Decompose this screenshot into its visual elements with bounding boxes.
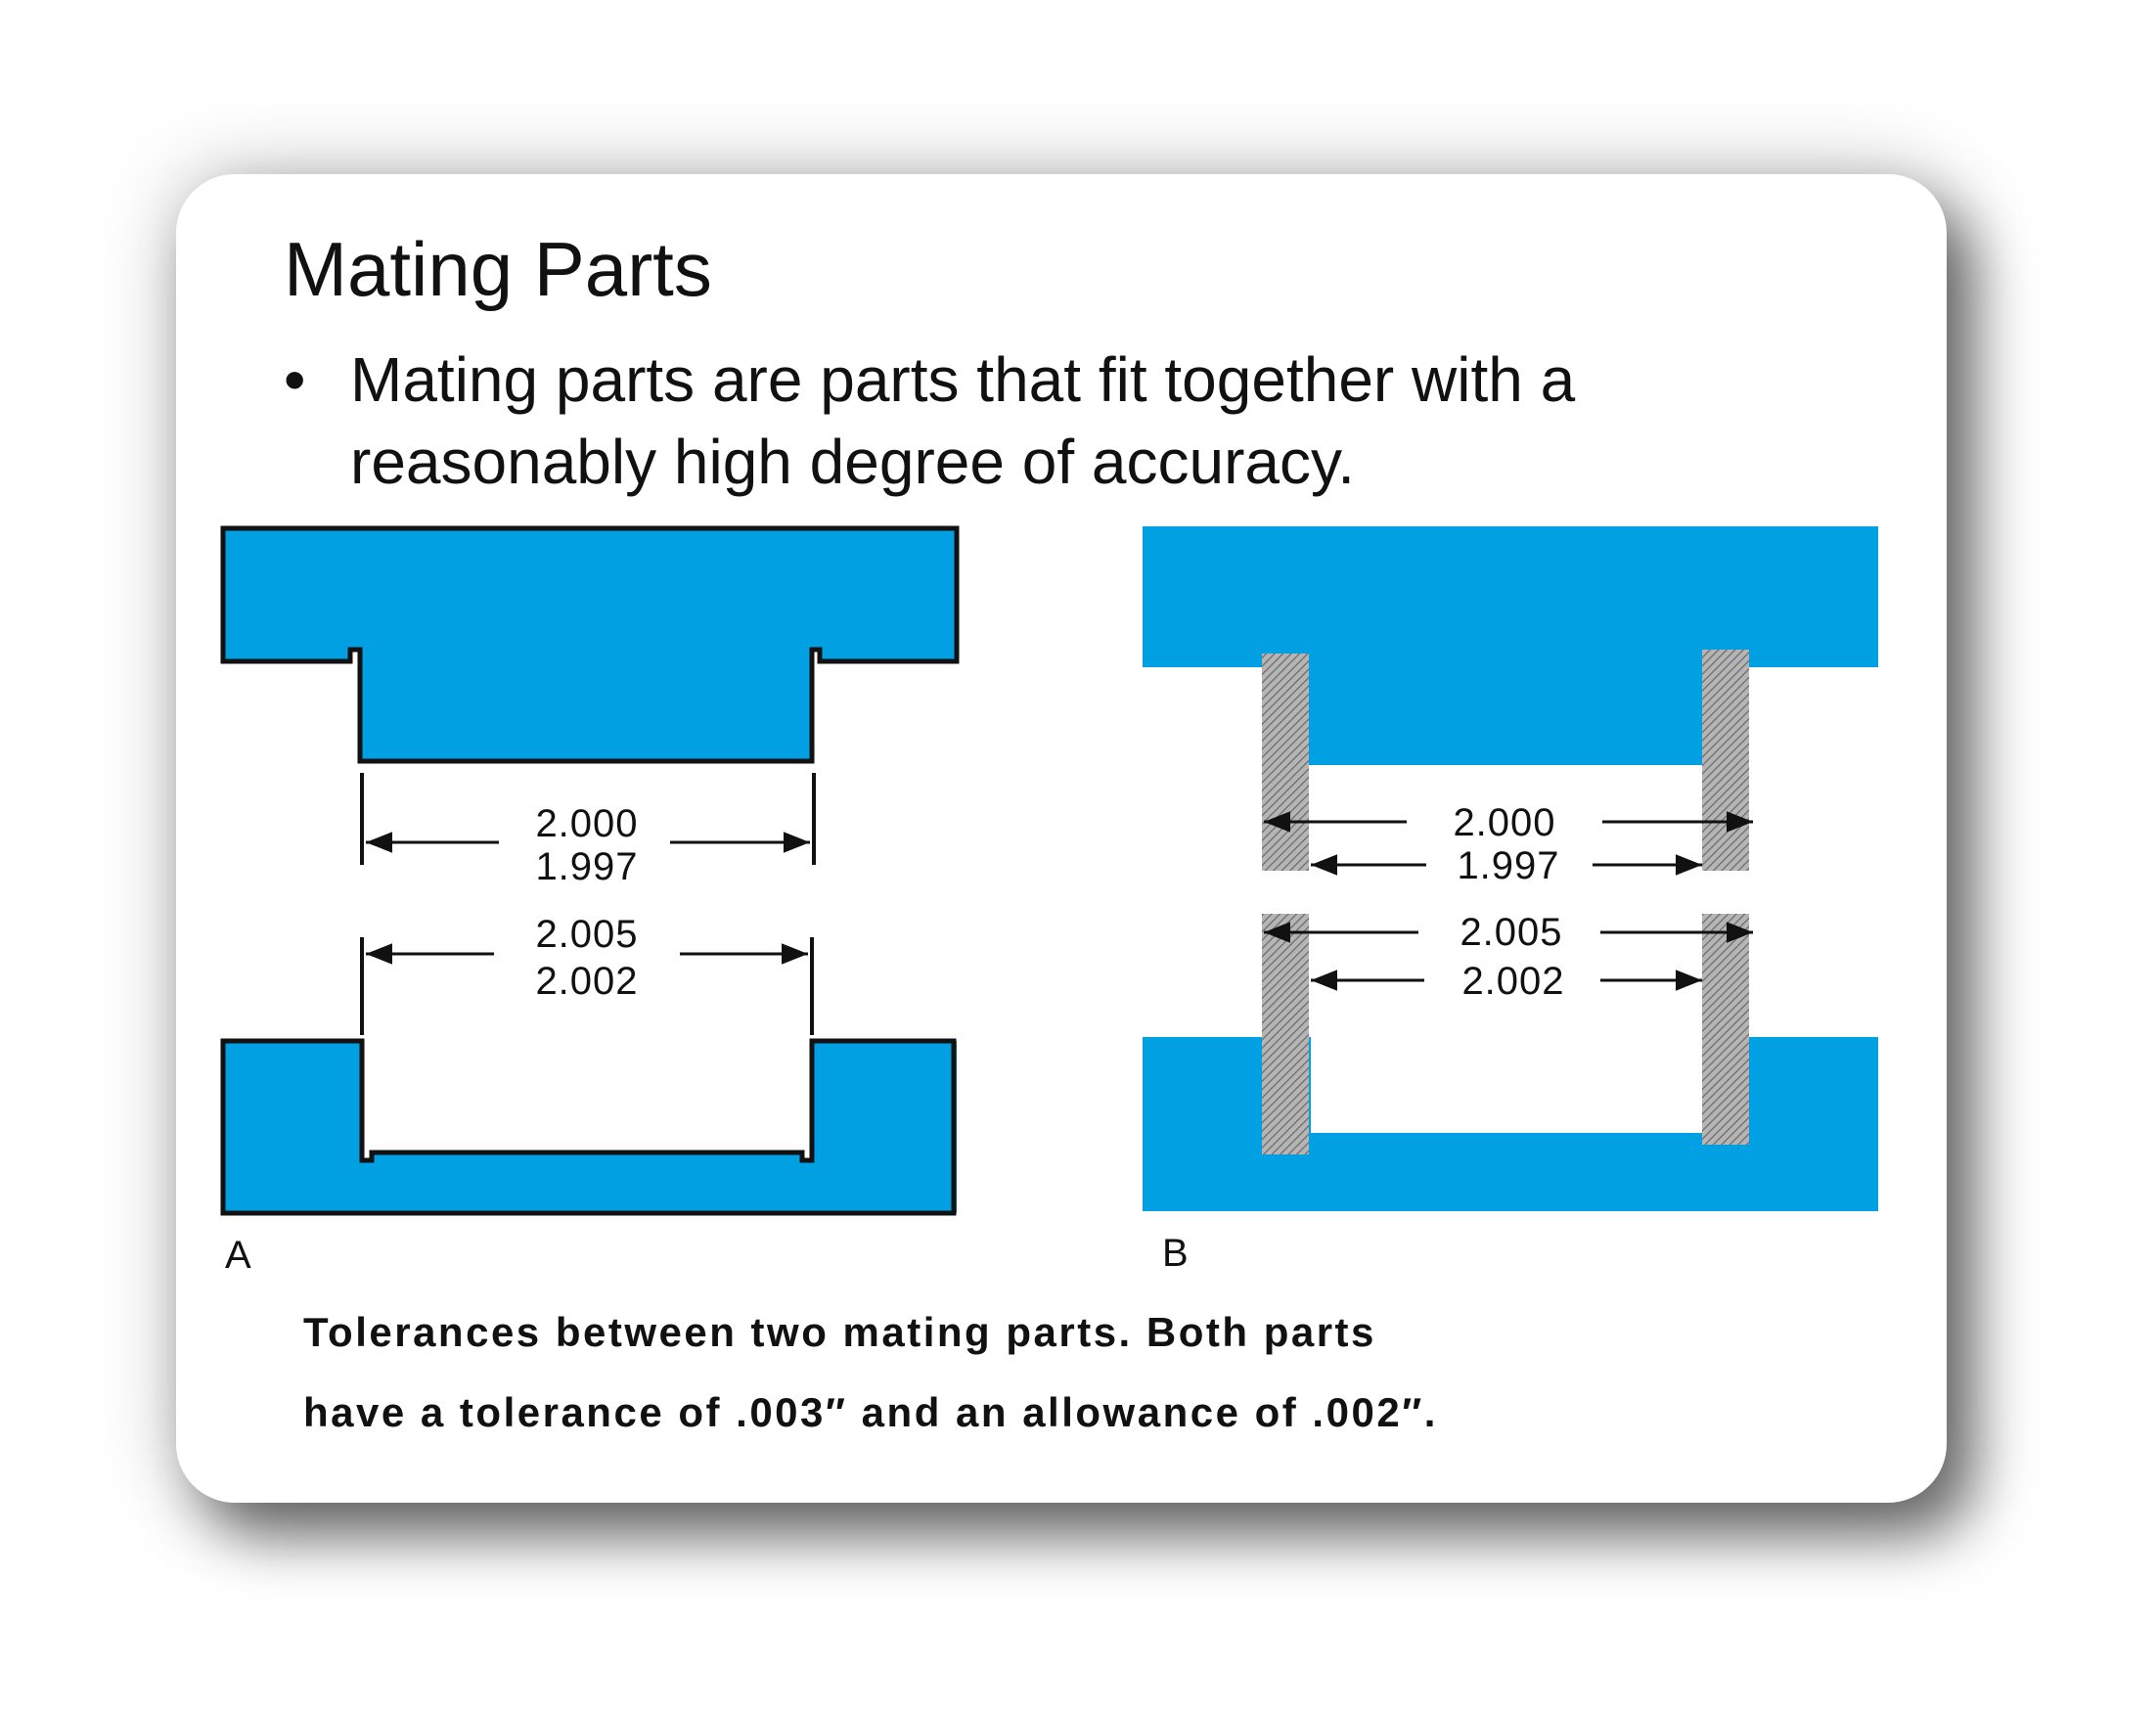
figure-b-label: B — [1162, 1232, 1189, 1275]
tolerance-figure: 2.000 1.997 2.005 2.002 A 2.000 — [220, 525, 1878, 1277]
figure-b-upper-dim-min: 1.997 — [1457, 844, 1559, 887]
figure-b: 2.000 1.997 2.005 2.002 B — [1143, 526, 1878, 1275]
figure-a-upper-part — [220, 525, 960, 764]
figure-a-lower-dim-min: 2.002 — [535, 960, 638, 1003]
figure-a-lower-dim-max: 2.005 — [535, 913, 638, 956]
slide-title: Mating Parts — [284, 226, 712, 312]
figure-b-right-zone-lower — [1702, 914, 1749, 1145]
figure-b-left-zone-lower — [1262, 914, 1309, 1154]
figure-b-lower-dim-max: 2.005 — [1460, 911, 1562, 954]
figure-b-right-zone-upper — [1702, 650, 1749, 871]
figure-a-lower-outline — [220, 1038, 957, 1216]
figure-a: 2.000 1.997 2.005 2.002 A — [220, 525, 960, 1277]
slide: Mating Parts • Mating parts are parts th… — [176, 174, 1947, 1503]
figure-a-upper-dim-max: 2.000 — [535, 802, 638, 845]
figure-b-lower-part — [1143, 1037, 1878, 1211]
caption-line-2: have a tolerance of .003″ and an allowan… — [303, 1389, 1438, 1435]
bullet-text: Mating parts are parts that fit together… — [350, 344, 1576, 497]
bullet-dot-icon: • — [284, 344, 306, 415]
figure-b-upper-part — [1143, 526, 1878, 765]
caption-line-1: Tolerances between two mating parts. Bot… — [303, 1309, 1376, 1355]
figure-b-left-zone-upper — [1262, 654, 1309, 871]
figure-a-lower-part — [223, 1041, 957, 1213]
figure-a-label: A — [225, 1234, 251, 1277]
figure-b-upper-dim-max: 2.000 — [1453, 801, 1555, 844]
figure-b-lower-dim-min: 2.002 — [1461, 960, 1564, 1003]
figure-a-upper-dim-min: 1.997 — [535, 845, 638, 888]
